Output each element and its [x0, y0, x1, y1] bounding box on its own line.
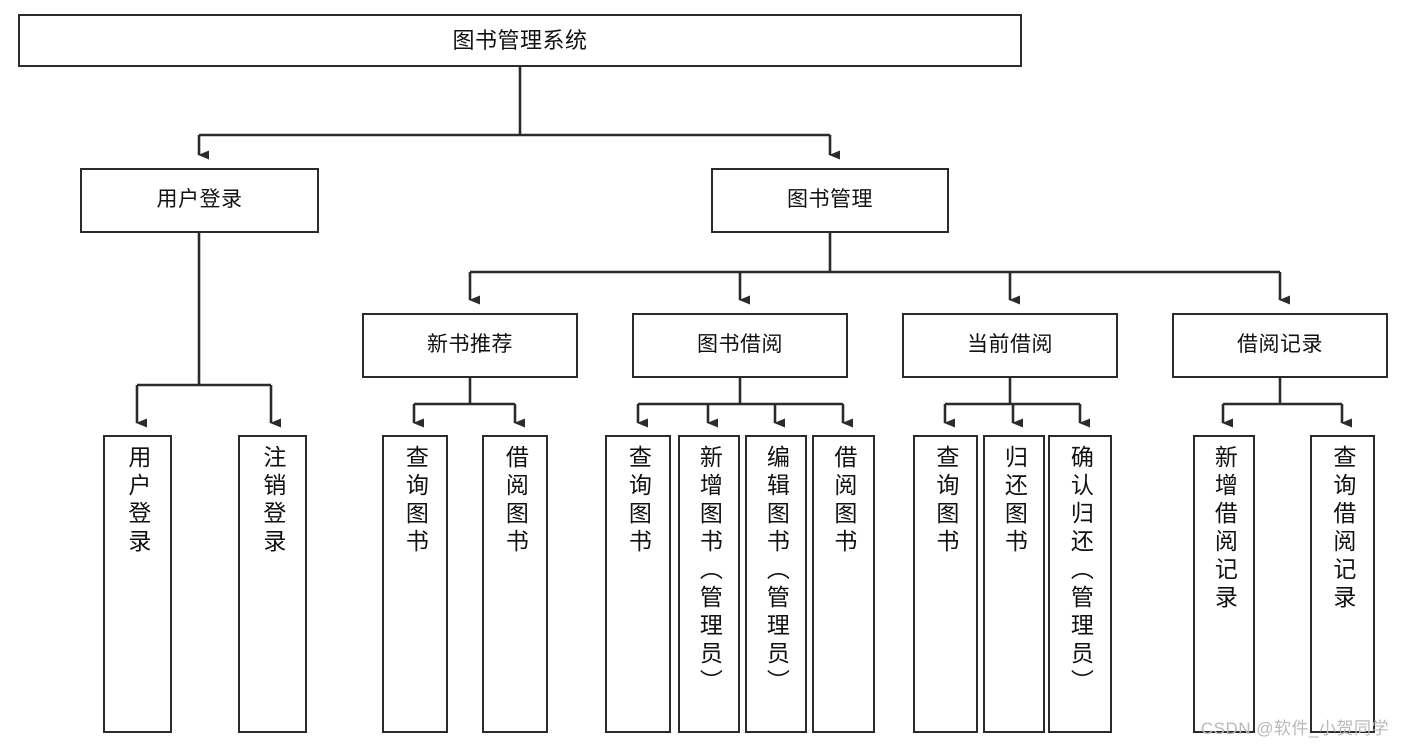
node-label: 借阅图书: [830, 445, 857, 557]
leaf-query-book-borrow[interactable]: 查询图书: [605, 435, 671, 733]
leaf-add-borrow-record[interactable]: 新增借阅记录: [1193, 435, 1255, 733]
node-new-book-recommend[interactable]: 新书推荐: [362, 313, 578, 378]
node-label: 图书管理系统: [452, 27, 588, 53]
node-label: 借阅记录: [1237, 333, 1323, 357]
leaf-edit-book-admin[interactable]: 编辑图书（管理员）: [745, 435, 807, 733]
node-current-borrow[interactable]: 当前借阅: [902, 313, 1118, 378]
node-label: 新增图书（管理员）: [696, 445, 723, 697]
node-label: 图书管理: [787, 188, 873, 212]
node-user-login[interactable]: 用户登录: [80, 168, 319, 233]
watermark: CSDN @软件_小贺同学: [1200, 719, 1389, 738]
leaf-confirm-return-admin[interactable]: 确认归还（管理员）: [1048, 435, 1112, 733]
node-label: 图书借阅: [697, 333, 783, 357]
leaf-query-borrow-record[interactable]: 查询借阅记录: [1310, 435, 1375, 733]
node-label: 查询借阅记录: [1329, 445, 1356, 613]
node-label: 新增借阅记录: [1211, 445, 1238, 613]
leaf-borrow-book[interactable]: 借阅图书: [812, 435, 875, 733]
node-label: 用户登录: [124, 445, 151, 557]
leaf-query-book-new[interactable]: 查询图书: [382, 435, 448, 733]
node-label: 借阅图书: [502, 445, 529, 557]
node-label: 注销登录: [259, 445, 286, 557]
node-label: 查询图书: [402, 445, 429, 557]
node-borrow-record[interactable]: 借阅记录: [1172, 313, 1388, 378]
node-root-system[interactable]: 图书管理系统: [18, 14, 1022, 67]
leaf-add-book-admin[interactable]: 新增图书（管理员）: [678, 435, 740, 733]
node-label: 新书推荐: [427, 333, 513, 357]
node-book-management[interactable]: 图书管理: [711, 168, 949, 233]
node-label: 编辑图书（管理员）: [763, 445, 790, 697]
node-label: 查询图书: [932, 445, 959, 557]
leaf-query-book-current[interactable]: 查询图书: [913, 435, 978, 733]
node-label: 当前借阅: [967, 333, 1053, 357]
node-label: 归还图书: [1001, 445, 1028, 557]
node-book-borrow[interactable]: 图书借阅: [632, 313, 848, 378]
leaf-return-book[interactable]: 归还图书: [983, 435, 1045, 733]
leaf-user-login[interactable]: 用户登录: [103, 435, 172, 733]
node-label: 用户登录: [156, 188, 243, 212]
leaf-logout[interactable]: 注销登录: [238, 435, 307, 733]
node-label: 确认归还（管理员）: [1067, 445, 1094, 697]
leaf-borrow-book-new[interactable]: 借阅图书: [482, 435, 548, 733]
node-label: 查询图书: [625, 445, 652, 557]
